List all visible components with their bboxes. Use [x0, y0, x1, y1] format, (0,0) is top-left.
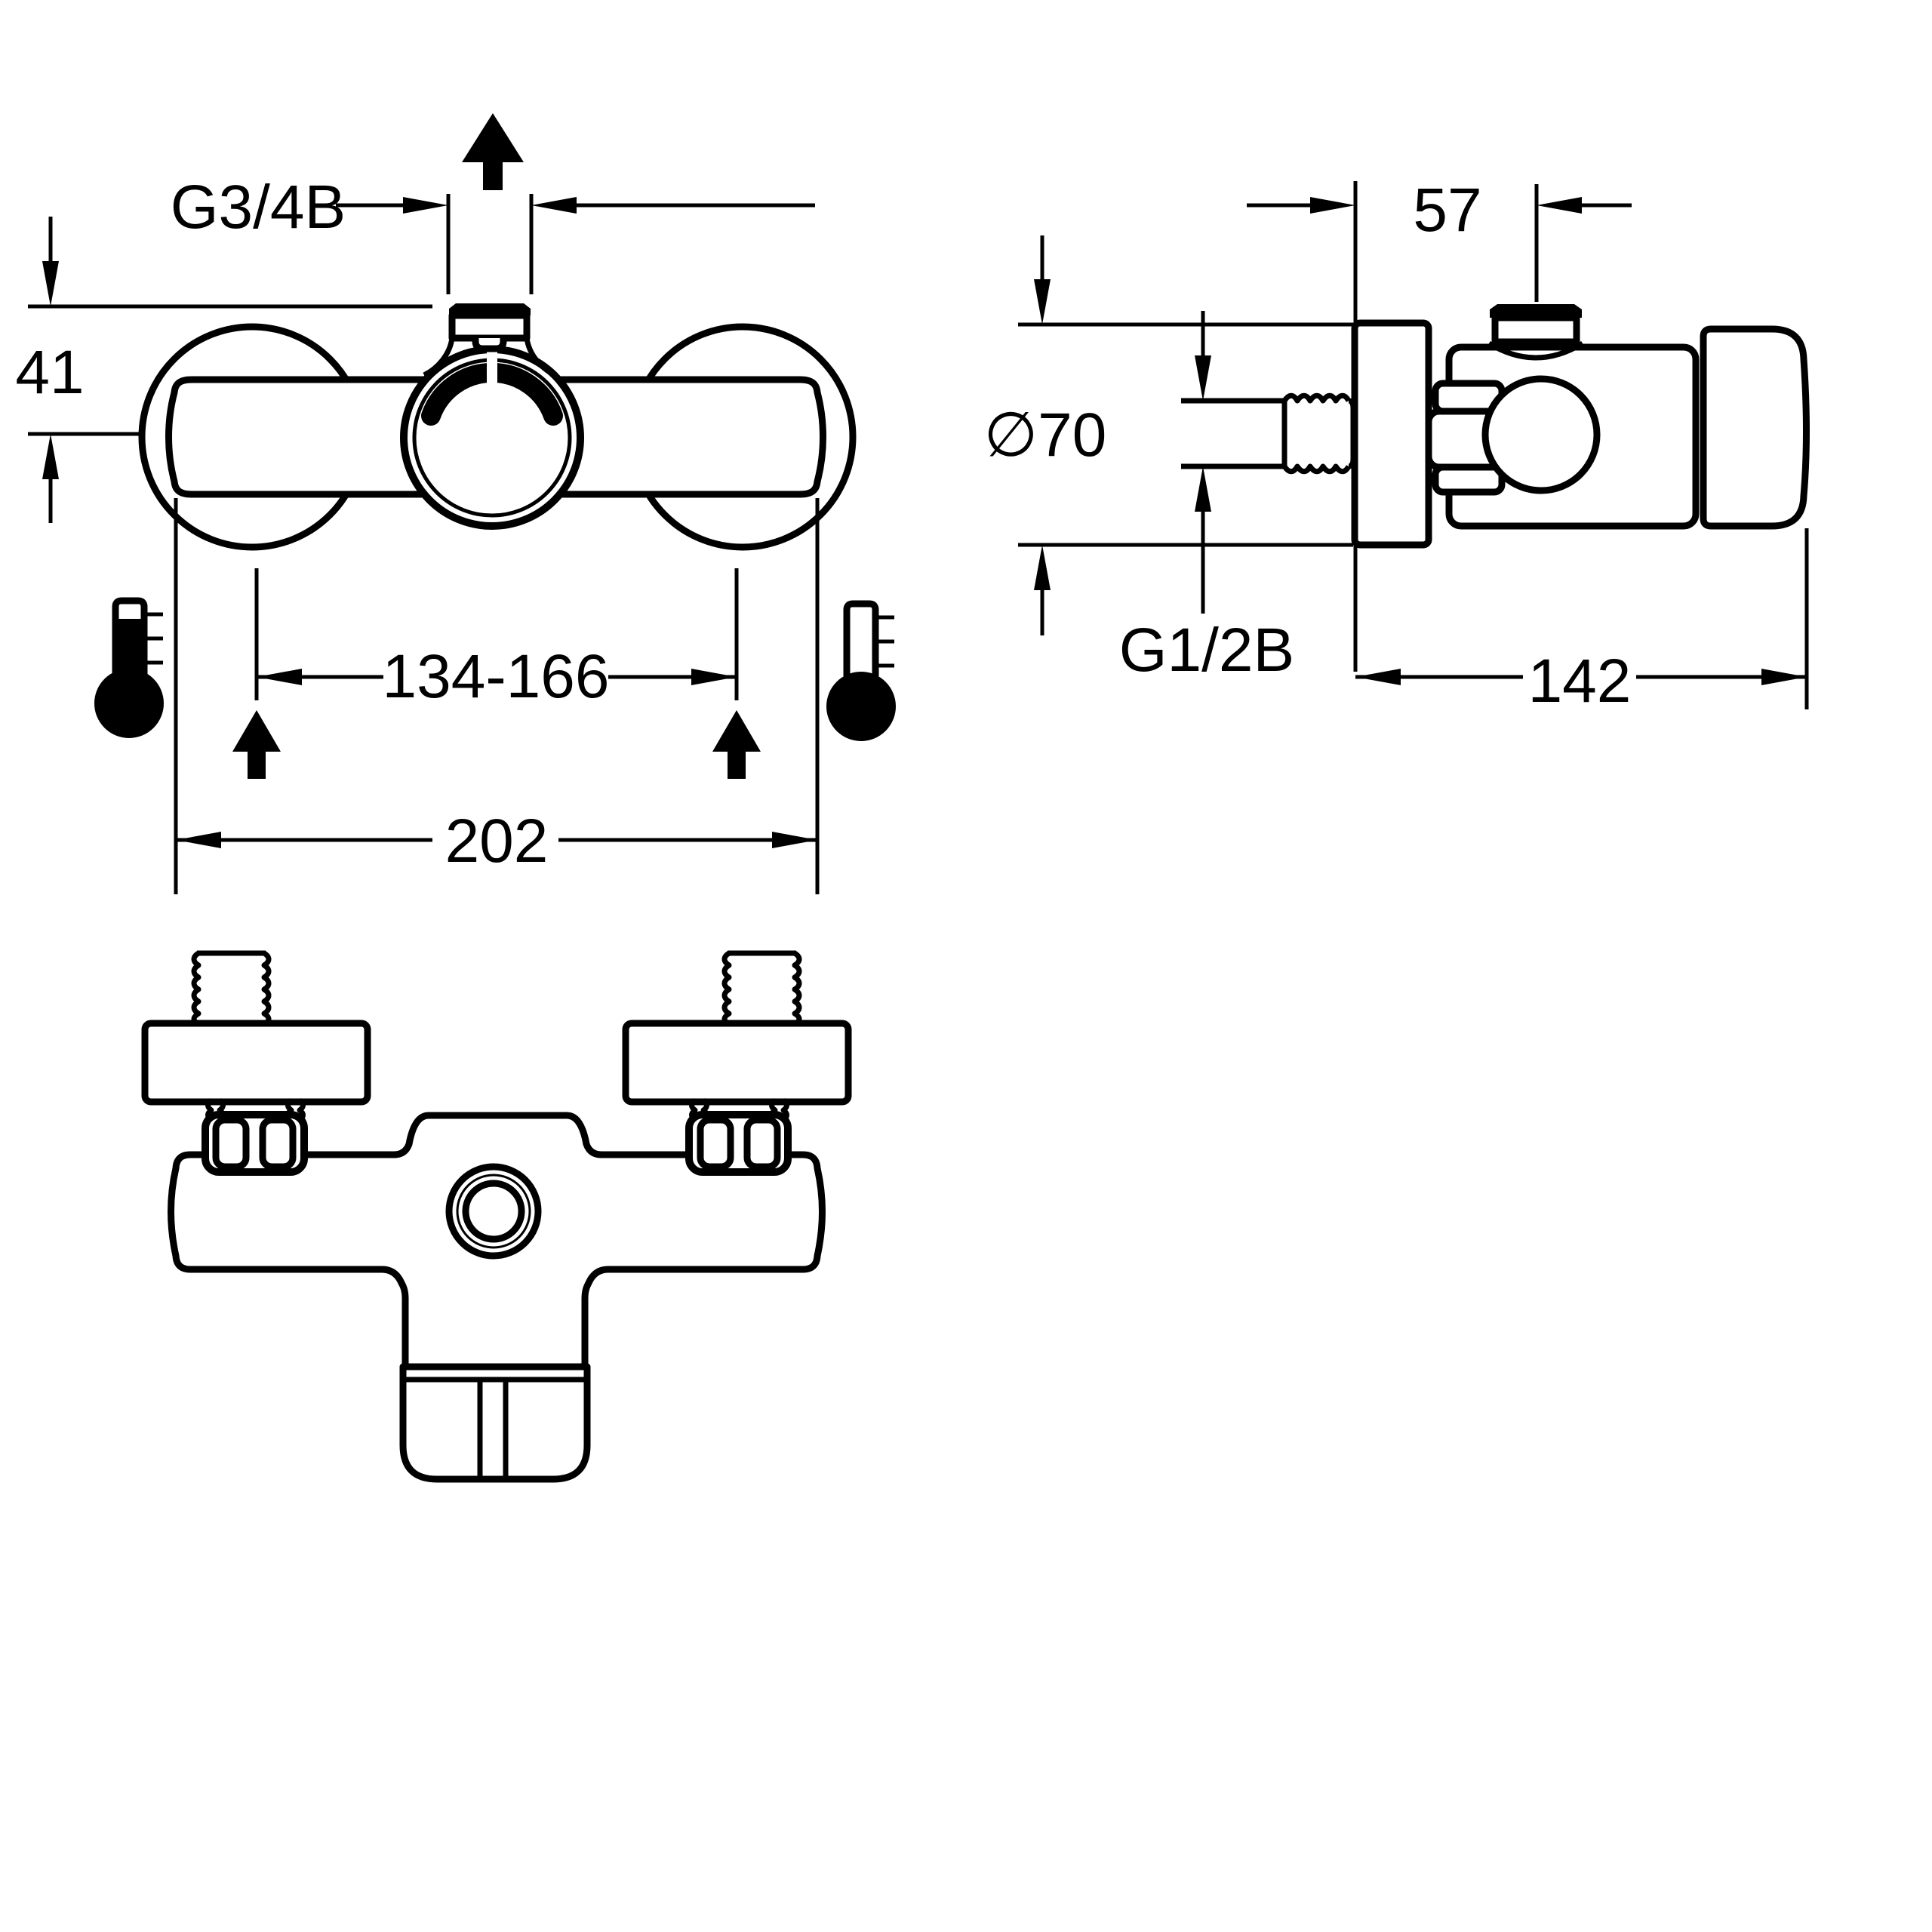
dim-outlet-height: 41 — [15, 217, 432, 523]
flow-arrow-icon — [232, 710, 281, 779]
wall-flange-plan — [622, 1020, 852, 1106]
dim-inlet-spacing: 134-166 — [254, 568, 739, 711]
connector-clip — [472, 337, 507, 352]
overall-width-label: 202 — [445, 807, 549, 875]
connector-left-wing — [423, 337, 455, 378]
outlet-cap — [449, 303, 531, 315]
front-view: G3/4B 41 134-166 — [15, 113, 896, 894]
outlet-cap-side — [1487, 304, 1584, 361]
side-view: 57 ∅70 G1/2B 142 — [984, 176, 1810, 715]
mounting-stud — [721, 950, 802, 1026]
wall-flange-side — [1351, 319, 1432, 549]
control-knob-side — [1481, 375, 1601, 494]
inlet-pipe — [1181, 392, 1356, 475]
outlet-connector — [448, 312, 531, 342]
dim-outlet-thread: G3/4B — [171, 173, 815, 294]
connector-right-wing — [524, 337, 556, 378]
dim-overall-depth: 142 — [1355, 528, 1809, 715]
outlet-thread-label: G3/4B — [171, 173, 346, 242]
thermometer-hot-icon — [94, 597, 164, 738]
wall-to-outlet-label: 57 — [1413, 176, 1481, 245]
hex-nut-plan — [202, 1111, 308, 1176]
inlet-thread-label: G1/2B — [1119, 616, 1294, 685]
outlet-port-plan — [445, 1163, 542, 1260]
dim-flange-diameter: ∅70 — [984, 235, 1353, 635]
flow-arrow-icon — [712, 710, 761, 779]
wall-flange-plan — [141, 1020, 371, 1106]
dim-overall-width: 202 — [174, 498, 820, 894]
plan-view — [141, 950, 852, 1483]
flange-diameter-label: ∅70 — [984, 401, 1107, 469]
mounting-stud — [191, 950, 272, 1026]
dim-inlet-thread: G1/2B — [1119, 311, 1294, 685]
handle-end-cap — [1700, 325, 1810, 530]
flow-arrow-icon — [462, 113, 524, 190]
overall-depth-label: 142 — [1528, 647, 1632, 715]
inlet-spacing-label: 134-166 — [383, 642, 610, 711]
dim-wall-to-outlet: 57 — [1247, 176, 1632, 302]
knob-cap-plan — [399, 1363, 591, 1483]
outlet-height-label: 41 — [15, 338, 84, 407]
hex-nut-plan — [685, 1111, 792, 1176]
thermometer-cold-icon — [826, 600, 896, 741]
